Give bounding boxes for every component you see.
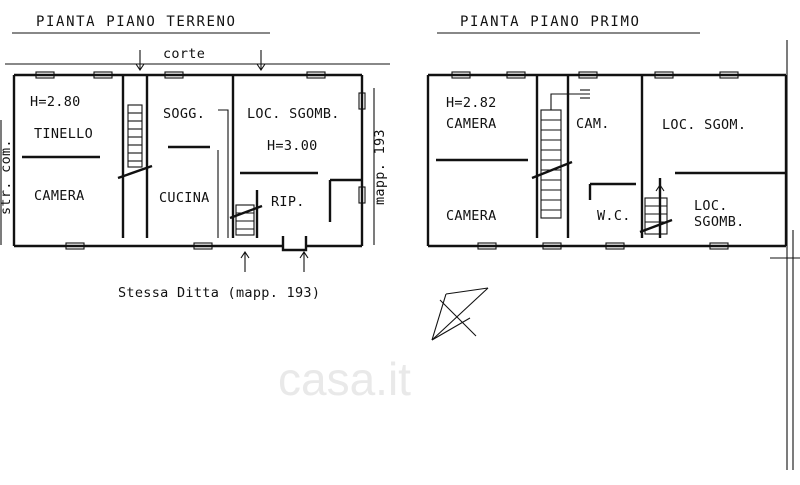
room-cam: CAM. (576, 116, 610, 132)
first-stairs-icon (531, 89, 590, 219)
ground-floor-walls (12, 73, 364, 252)
room-cucina: CUCINA (159, 190, 210, 206)
room-camera-ground: CAMERA (34, 188, 85, 204)
first-floor-title: PIANTA PIANO PRIMO (460, 14, 641, 30)
height-center-label: H=3.00 (267, 138, 318, 154)
first-small-stairs-icon (639, 184, 673, 235)
watermark-logo: casa.it (278, 353, 411, 405)
height-first-label: H=2.82 (446, 95, 497, 111)
page-edge-marks (0, 40, 800, 470)
room-wc: W.C. (597, 208, 631, 224)
ground-floor-title: PIANTA PIANO TERRENO (36, 14, 237, 30)
street-side-label: str. com. (0, 139, 14, 215)
room-soggiorno: SOGG. (163, 106, 205, 122)
room-ripostiglio: RIP. (271, 194, 305, 210)
entry-arrow-icon (135, 50, 309, 272)
rip-stairs-icon (229, 204, 263, 236)
height-left-label: H=2.80 (30, 94, 81, 110)
room-camera-first-bottom: CAMERA (446, 208, 497, 224)
first-floor-windows (451, 71, 739, 250)
room-camera-first-top: CAMERA (446, 116, 497, 132)
courtyard-label: corte (163, 46, 205, 62)
ground-floor-windows (35, 71, 366, 250)
bottom-note: Stessa Ditta (mapp. 193) (118, 285, 320, 301)
room-tinello: TINELLO (34, 126, 93, 142)
room-storage-small-2: SGOMB. (694, 214, 745, 230)
north-arrow-icon (431, 287, 489, 341)
room-storage-ground: LOC. SGOMB. (247, 106, 340, 122)
room-storage-first: LOC. SGOM. (662, 117, 746, 133)
room-storage-small-1: LOC. (694, 198, 728, 214)
map-reference-label: mapp. 193 (372, 129, 388, 205)
ground-stairs-icon (117, 104, 153, 180)
